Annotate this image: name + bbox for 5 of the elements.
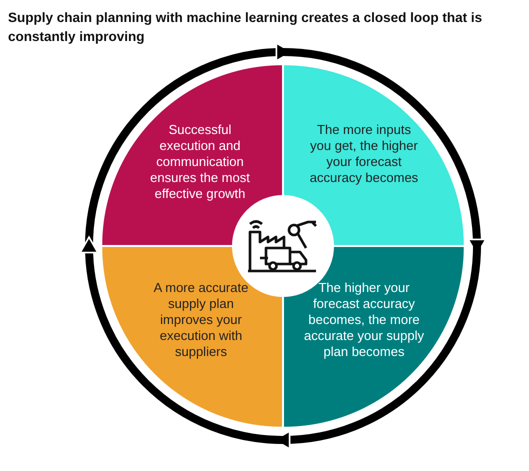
quadrant-text: The more inputs you get, the higher your forecast accuracy becomes <box>308 122 420 186</box>
title: Supply chain planning with machine learning creates a closed loop that is constantly improving <box>8 9 484 46</box>
quadrant-text: Successful execution and communication ensures the most effective growth <box>149 122 251 202</box>
quadrant-text: A more accurate supply plan improves your execution with suppliers <box>152 280 250 360</box>
quadrant-text: The higher your forecast accuracy becomes, the more accurate your supply plan becomes <box>303 280 425 360</box>
